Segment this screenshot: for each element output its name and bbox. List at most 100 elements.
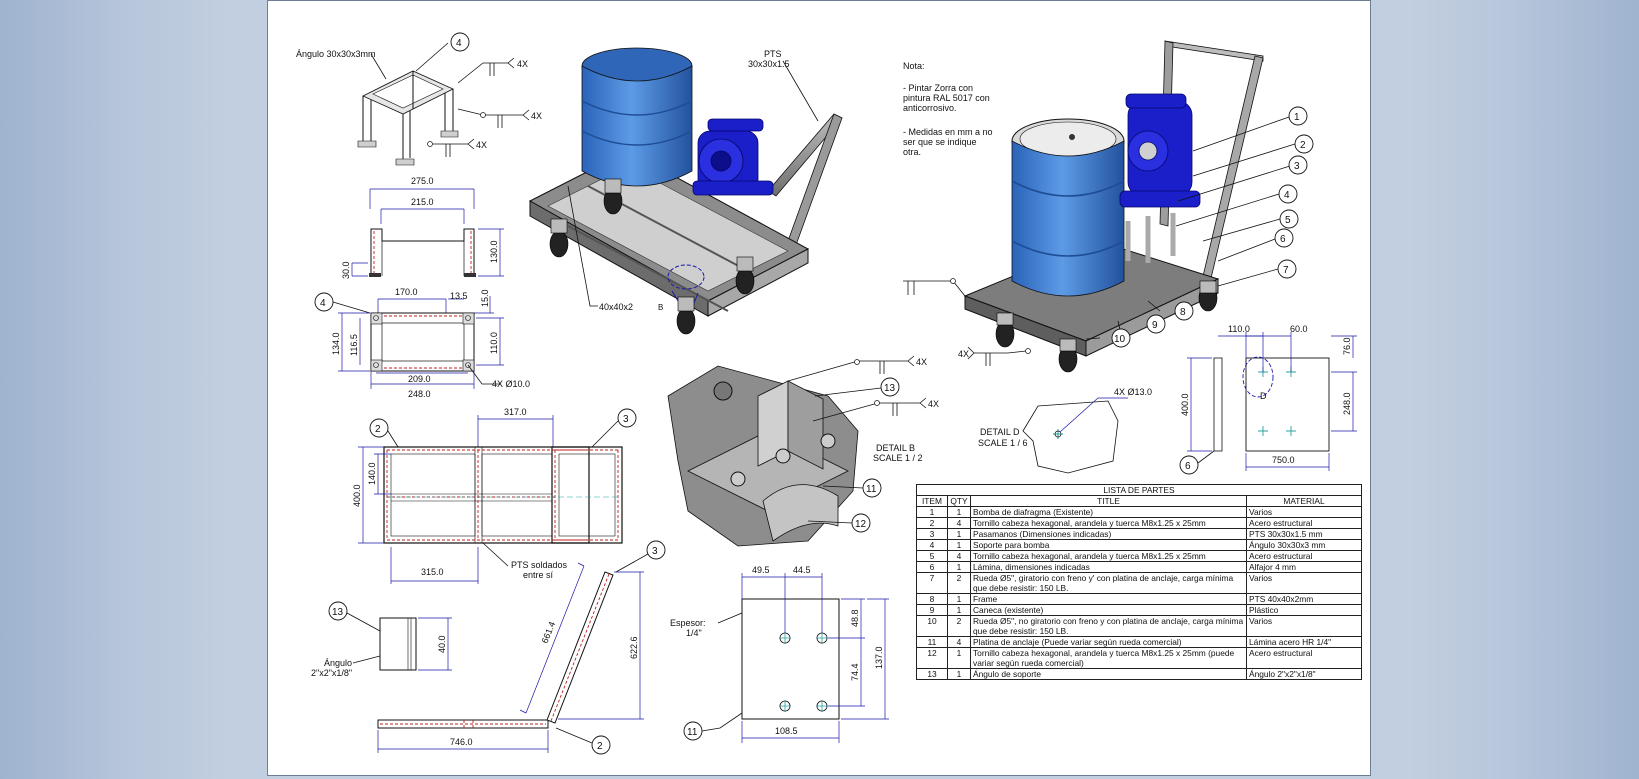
balloon-4: 4: [1278, 184, 1298, 204]
svg-text:3: 3: [623, 414, 629, 425]
cell-qty: 1: [947, 506, 971, 518]
balloon-3-handle: 3: [646, 540, 666, 560]
handle-part-3-view: 3 661.4 622.6 746.0 2: [377, 540, 666, 755]
col-header-item: ITEM: [916, 495, 948, 507]
svg-text:4: 4: [320, 298, 326, 309]
dim-116-5: 116.5: [349, 334, 359, 356]
cell-title: Platina de anclaje (Puede variar según r…: [970, 636, 1247, 648]
pts-30-label-b: 30x30x1.5: [748, 59, 790, 69]
dim-44-5: 44.5: [793, 565, 811, 575]
dim-48-8: 48.8: [850, 609, 860, 627]
view-d-marker: D: [1260, 391, 1267, 401]
parts-list-table: LISTA DE PARTES ITEM QTY TITLE MATERIAL …: [916, 484, 1362, 680]
balloon-13-angle: 13: [328, 601, 348, 621]
cell-qty: 2: [947, 615, 971, 637]
cell-material: Ángulo 2"x2"x1/8": [1246, 668, 1362, 680]
dim-76: 76.0: [1342, 337, 1352, 355]
cell-item: 10: [916, 615, 948, 637]
cell-title: Pasamanos (Dimensiones indicadas): [970, 528, 1247, 540]
drawing-sheet: Ángulo 30x30x3mm 4 4X 4X 4X 275.0 215.0 …: [267, 0, 1371, 776]
balloon-2: 2: [1294, 134, 1314, 154]
cell-material: Acero estructural: [1246, 517, 1362, 529]
balloon-7: 7: [1277, 259, 1297, 279]
dim-140: 140.0: [367, 462, 377, 485]
pts-welded-label-a: PTS soldados: [511, 560, 568, 570]
cell-material: Lámina acero HR 1/4": [1246, 636, 1362, 648]
dim-622-6: 622.6: [629, 636, 639, 659]
dim-137: 137.0: [874, 646, 884, 669]
detail-b-scale: SCALE 1 / 2: [873, 453, 923, 463]
dim-108-5: 108.5: [775, 726, 798, 736]
cell-title: Soporte para bomba: [970, 539, 1247, 551]
svg-text:3: 3: [652, 546, 658, 557]
balloon-8: 8: [1174, 301, 1194, 321]
dim-400-frame: 400.0: [352, 484, 362, 507]
cell-material: Acero estructural: [1246, 550, 1362, 562]
angle-30-label: Ángulo 30x30x3mm: [296, 49, 376, 59]
cell-qty: 1: [947, 668, 971, 680]
svg-text:3: 3: [1294, 161, 1300, 172]
frame-top-view: 2 3 317.0 400.0 140.0 315.0 PTS soldados…: [352, 407, 637, 584]
dim-49-5: 49.5: [752, 565, 770, 575]
dim-134: 134.0: [331, 332, 341, 355]
balloon-6-plate: 6: [1179, 455, 1199, 475]
cell-title: Rueda Ø5", giratorio con freno y' con pl…: [970, 572, 1247, 594]
dim-317: 317.0: [504, 407, 527, 417]
dim-13-5: 13.5: [450, 291, 468, 301]
notes-line-5: ser que se indique: [903, 137, 977, 147]
support-front-view: 275.0 215.0 130.0 30.0: [341, 176, 504, 279]
svg-text:5: 5: [1285, 215, 1291, 226]
dim-130: 130.0: [489, 240, 499, 263]
balloon-3-frame: 3: [617, 408, 637, 428]
svg-text:11: 11: [687, 727, 698, 738]
qty-4x-c: 4X: [476, 140, 487, 150]
anchor-plate-part-11-view: 49.5 44.5 48.8 74.4 137.0 108.5 Espesor:…: [670, 565, 889, 743]
cart-iso-assembly-right: 1 2 3 4 5 6 7 8 9 10 4X: [903, 40, 1314, 373]
pts-30-label-a: PTS: [764, 49, 782, 59]
cell-qty: 1: [947, 539, 971, 551]
cell-item: 11: [916, 636, 948, 648]
dim-209: 209.0: [408, 374, 431, 384]
cell-title: Tornillo cabeza hexagonal, arandela y tu…: [970, 517, 1247, 529]
hole-10-label: 4X Ø10.0: [492, 379, 530, 389]
cell-title: Caneca (existente): [970, 604, 1247, 616]
cell-title: Tornillo cabeza hexagonal, arandela y tu…: [970, 550, 1247, 562]
detail-b-view: 4X 4X 13 11 12 DETAIL B SCALE 1 / 2: [667, 355, 939, 547]
cell-material: Acero estructural: [1246, 647, 1362, 669]
balloon-10: 10: [1111, 328, 1131, 348]
cell-qty: 2: [947, 572, 971, 594]
svg-text:8: 8: [1180, 307, 1186, 318]
support-top-view: 4 170.0 13.5 15.0 134.0 116.5 110.0 209.…: [314, 287, 530, 399]
cell-material: Ángulo 30x30x3 mm: [1246, 539, 1362, 551]
svg-text:12: 12: [855, 519, 867, 530]
svg-text:6: 6: [1185, 461, 1191, 472]
cell-material: PTS 40x40x2mm: [1246, 593, 1362, 605]
thickness-label-a: Espesor:: [670, 618, 706, 628]
detail-d-title: DETAIL D: [980, 427, 1020, 437]
cell-qty: 1: [947, 528, 971, 540]
notes-line-3: anticorrosivo.: [903, 103, 957, 113]
cell-qty: 1: [947, 604, 971, 616]
balloon-4-top: 4: [450, 32, 470, 52]
cell-title: Rueda Ø5", no giratorio con freno y con …: [970, 615, 1247, 637]
hole-13-label: 4X Ø13.0: [1114, 387, 1152, 397]
cell-item: 7: [916, 572, 948, 594]
svg-text:7: 7: [1283, 265, 1289, 276]
cell-item: 1: [916, 506, 948, 518]
dim-315: 315.0: [421, 567, 444, 577]
dim-40: 40.0: [437, 635, 447, 653]
balloon-12-detail: 12: [851, 513, 871, 533]
svg-text:11: 11: [866, 484, 877, 495]
dim-275: 275.0: [411, 176, 434, 186]
dim-60: 60.0: [1290, 324, 1308, 334]
cell-material: Varios: [1246, 615, 1362, 637]
svg-text:2: 2: [1300, 140, 1306, 151]
